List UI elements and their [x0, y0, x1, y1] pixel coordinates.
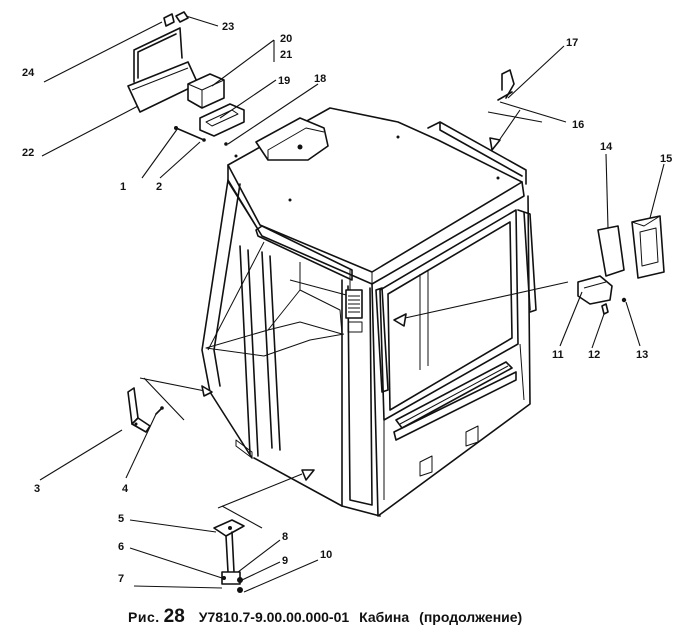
- cab-interior: [205, 262, 345, 357]
- part-label-14: 14: [600, 141, 613, 153]
- part-label-17: 17: [566, 37, 578, 49]
- part-label-1: 1: [120, 181, 126, 193]
- caption-prefix: Рис.: [128, 609, 160, 625]
- part-labels: 1 2 3 4 5 6 7 8 9 10 11 12 13 14 15 16 1…: [22, 21, 672, 585]
- part-label-7: 7: [118, 573, 124, 585]
- part-label-18: 18: [314, 73, 326, 85]
- window-flap-assembly: [127, 11, 199, 113]
- cab-left-frame: [201, 179, 241, 393]
- socket-cover-14: [597, 225, 625, 277]
- cab-body: [201, 107, 537, 517]
- caption-figure-number: 28: [163, 606, 185, 627]
- socket-11: [577, 275, 613, 305]
- part-label-16: 16: [572, 119, 584, 131]
- caption-drawing-code: У7810.7-9.00.00.000-01: [198, 609, 350, 625]
- roof-rail-right: [427, 121, 527, 185]
- bracket-3: [127, 387, 164, 433]
- part-label-15: 15: [660, 153, 672, 165]
- part-label-3: 3: [34, 483, 40, 495]
- socket-box-15: [631, 215, 665, 279]
- part-label-24: 24: [22, 67, 35, 79]
- part-label-10: 10: [320, 549, 332, 561]
- part-label-2: 2: [156, 181, 162, 193]
- part-label-21: 21: [280, 49, 292, 61]
- part-label-23: 23: [222, 21, 234, 33]
- lamp-base: [199, 103, 245, 137]
- part-label-22: 22: [22, 147, 34, 159]
- part-label-8: 8: [282, 531, 288, 543]
- caption-title: Кабина: [359, 609, 410, 625]
- leader-lines: [39, 15, 665, 593]
- door-frame: [379, 209, 519, 421]
- part-label-11: 11: [552, 349, 564, 361]
- step-bracket: [213, 519, 245, 593]
- hook-17: [497, 69, 515, 101]
- part-label-4: 4: [122, 483, 129, 495]
- socket-assembly: [577, 215, 665, 315]
- part-label-6: 6: [118, 541, 124, 553]
- flap-wire-frame: [133, 27, 183, 83]
- figure-caption: Рис.28 У7810.7-9.00.00.000-01 Кабина (продо…: [128, 606, 522, 628]
- lamp-cover: [187, 73, 225, 109]
- latch-bar: [174, 126, 206, 142]
- screw-18: [224, 142, 228, 146]
- flap-hinge: [163, 13, 175, 27]
- part-label-13: 13: [636, 349, 648, 361]
- part-label-19: 19: [278, 75, 290, 87]
- part-label-20: 20: [280, 33, 292, 45]
- right-grab-rail: [517, 209, 537, 313]
- part-label-5: 5: [118, 513, 124, 525]
- part-label-9: 9: [282, 555, 288, 567]
- part-label-12: 12: [588, 349, 600, 361]
- door-handle-rail: [375, 287, 389, 393]
- roof-rail-front: [255, 225, 353, 281]
- assembly-arrows: [139, 109, 569, 529]
- lamp-assembly: [187, 73, 245, 137]
- caption-subtitle: (продолжение): [419, 609, 523, 625]
